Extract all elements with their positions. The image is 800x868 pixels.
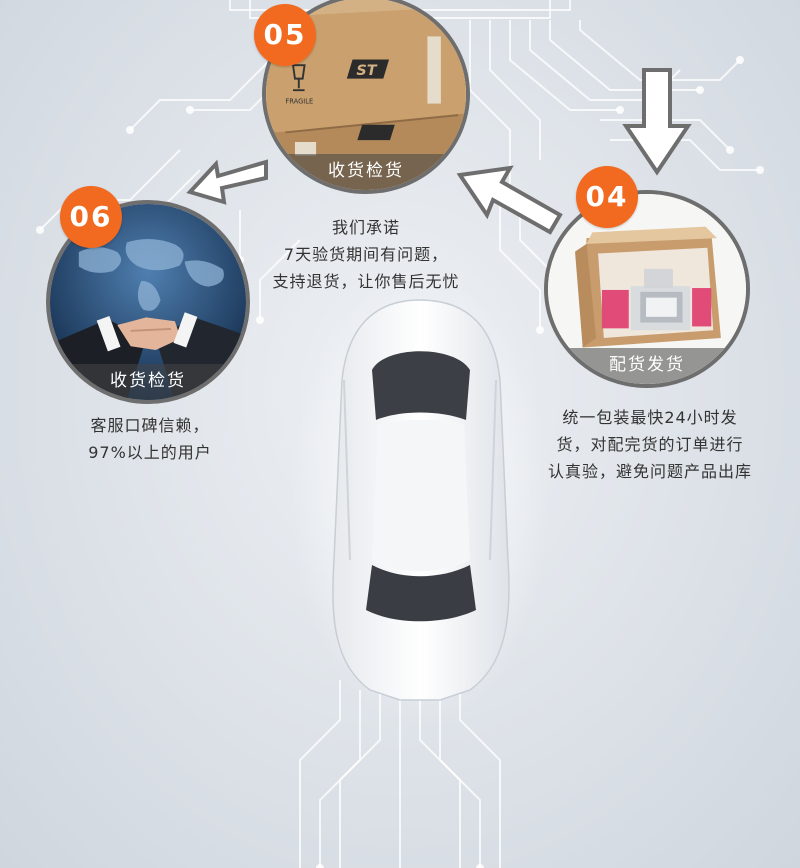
step-05-desc-line-3: 支持退货，让你售后无忧 — [272, 272, 460, 291]
svg-text:ST: ST — [356, 63, 377, 79]
step-06-badge: 06 — [60, 186, 122, 248]
fragile-glass-icon: FRAGILE — [285, 64, 313, 106]
step-06-description: 客服口碑信赖， 97%以上的用户 — [40, 412, 260, 466]
step-05-badge: 05 — [254, 4, 316, 66]
step-04-label: 配货发货 — [548, 348, 746, 384]
step-04-badge: 04 — [576, 166, 638, 228]
step-05-label: 收货检货 — [266, 154, 466, 190]
step-04-desc-line-1: 统一包装最快24小时发 — [562, 408, 738, 427]
step-05-desc-line-2: 7天验货期间有问题， — [283, 245, 449, 264]
svg-text:FRAGILE: FRAGILE — [285, 98, 313, 106]
step-05-description: 我们承诺 7天验货期间有问题， 支持退货，让你售后无忧 — [236, 214, 496, 295]
st-logo: ST — [346, 59, 395, 141]
arrow-05-to-06 — [186, 159, 268, 205]
step-04-circle: 配货发货 — [544, 190, 750, 388]
step-04-desc-line-3: 认真验，避免问题产品出库 — [547, 462, 752, 481]
arrow-down-to-04 — [622, 68, 692, 176]
step-06-desc-line-2: 97%以上的用户 — [88, 443, 212, 462]
step-06-circle: 收货检货 — [46, 200, 250, 404]
step-06-desc-line-1: 客服口碑信赖， — [90, 416, 210, 435]
step-04-description: 统一包装最快24小时发 货，对配完货的订单进行 认真验，避免问题产品出库 — [520, 404, 780, 485]
step-05-desc-line-1: 我们承诺 — [331, 218, 400, 237]
step-06-label: 收货检货 — [50, 364, 246, 400]
step-04-desc-line-2: 货，对配完货的订单进行 — [556, 435, 744, 454]
